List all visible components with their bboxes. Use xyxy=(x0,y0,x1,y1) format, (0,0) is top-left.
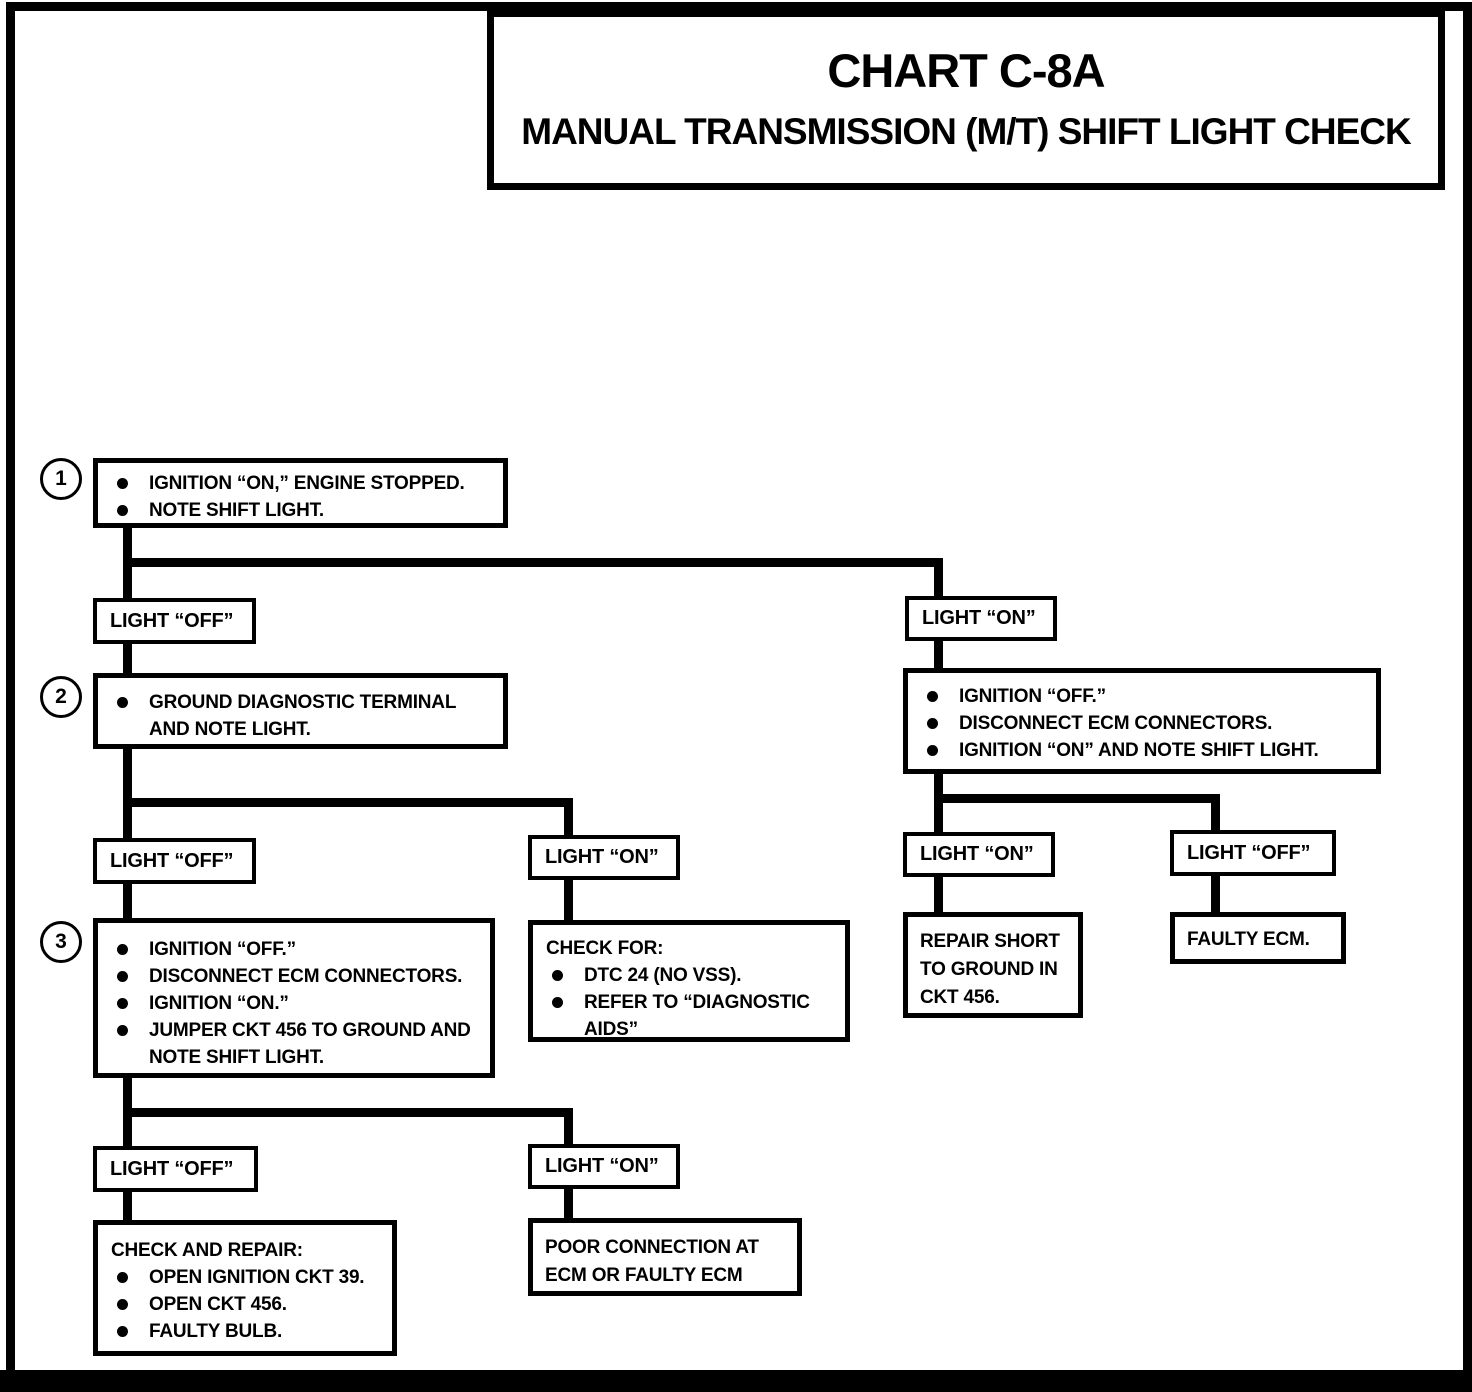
connector-line xyxy=(123,1076,132,1113)
connector-line xyxy=(123,798,132,840)
bullet-text: GROUND DIAGNOSTIC TERMINAL AND NOTE LIGH… xyxy=(149,692,456,740)
connector-line xyxy=(564,1108,573,1146)
step-number-label: 3 xyxy=(55,930,67,953)
bullet-icon xyxy=(117,998,128,1009)
faulty-ecm-box: FAULTY ECM. xyxy=(1170,912,1346,964)
light-state-label: LIGHT “OFF” xyxy=(110,1157,234,1180)
bullet-icon xyxy=(117,478,128,489)
light-on-box-right: LIGHT “ON” xyxy=(903,832,1055,877)
connector-line xyxy=(564,798,573,838)
bullet-text: IGNITION “ON,” ENGINE STOPPED. xyxy=(149,473,465,494)
bullet-icon xyxy=(927,745,938,756)
bullet-text: IGNITION “ON” AND NOTE SHIFT LIGHT. xyxy=(959,740,1319,761)
connector-line xyxy=(934,794,943,834)
connector-line xyxy=(123,558,943,567)
light-state-label: LIGHT “OFF” xyxy=(110,849,234,872)
chart-title: CHART C-8A xyxy=(827,44,1105,97)
bullet-text: IGNITION “ON.” xyxy=(149,993,289,1014)
light-on-box-3: LIGHT “ON” xyxy=(528,1144,680,1189)
bullet-text: IGNITION “OFF.” xyxy=(959,686,1106,707)
connector-line xyxy=(123,1190,132,1222)
connector-line xyxy=(934,558,943,598)
bullet-icon xyxy=(117,944,128,955)
connector-line xyxy=(1211,794,1220,832)
bullet-text: JUMPER CKT 456 TO GROUND AND NOTE SHIFT … xyxy=(149,1020,471,1068)
light-state-label: LIGHT “ON” xyxy=(545,846,659,868)
connector-line xyxy=(123,882,132,920)
bullet-icon xyxy=(117,971,128,982)
bullet-text: OPEN IGNITION CKT 39. xyxy=(149,1267,365,1288)
bullet-icon xyxy=(117,1025,128,1036)
bullet-icon xyxy=(117,1326,128,1337)
bullet-text: NOTE SHIFT LIGHT. xyxy=(149,500,324,521)
page-bottom-rule xyxy=(0,1370,1472,1392)
repair-short-box: REPAIR SHORT TO GROUND IN CKT 456. xyxy=(903,912,1083,1018)
connector-line xyxy=(123,558,132,600)
connector-line xyxy=(123,642,132,675)
connector-line xyxy=(123,526,132,567)
connector-line xyxy=(123,798,573,807)
bullet-text: OPEN CKT 456. xyxy=(149,1294,287,1315)
bullet-icon xyxy=(552,997,563,1008)
step-2-box: GROUND DIAGNOSTIC TERMINAL AND NOTE LIGH… xyxy=(93,673,508,749)
bullet-icon xyxy=(117,1272,128,1283)
light-off-box-2: LIGHT “OFF” xyxy=(93,838,256,884)
connector-line xyxy=(123,747,132,804)
light-off-box-1: LIGHT “OFF” xyxy=(93,598,256,644)
light-state-label: LIGHT “ON” xyxy=(922,607,1036,629)
bullet-icon xyxy=(117,697,128,708)
step-1-number: 1 xyxy=(40,458,82,500)
outcome-text: POOR CONNECTION AT ECM OR FAULTY ECM xyxy=(545,1237,759,1286)
bullet-text: REFER TO “DIAGNOSTIC AIDS” xyxy=(584,992,810,1040)
chart-subtitle: MANUAL TRANSMISSION (M/T) SHIFT LIGHT CH… xyxy=(521,111,1411,152)
bullet-icon xyxy=(927,691,938,702)
light-state-label: LIGHT “ON” xyxy=(545,1155,659,1177)
connector-line xyxy=(934,794,1220,803)
connector-line xyxy=(564,878,573,922)
chart-title-box: CHART C-8A MANUAL TRANSMISSION (M/T) SHI… xyxy=(487,10,1445,190)
box-header: CHECK AND REPAIR: xyxy=(111,1240,303,1261)
outcome-text: REPAIR SHORT TO GROUND IN CKT 456. xyxy=(920,931,1060,1008)
step-3-number: 3 xyxy=(40,921,82,963)
light-state-label: LIGHT “OFF” xyxy=(110,609,234,632)
step-number-label: 2 xyxy=(55,685,67,708)
step-2-number: 2 xyxy=(40,676,82,718)
light-state-label: LIGHT “ON” xyxy=(920,843,1034,865)
light-state-label: LIGHT “OFF” xyxy=(1187,841,1311,864)
step-3-box: IGNITION “OFF.” DISCONNECT ECM CONNECTOR… xyxy=(93,918,495,1078)
bullet-icon xyxy=(552,970,563,981)
connector-line xyxy=(123,1108,573,1117)
light-on-box-1: LIGHT “ON” xyxy=(905,596,1057,641)
connector-line xyxy=(1211,874,1220,914)
bullet-text: FAULTY BULB. xyxy=(149,1321,283,1342)
connector-line xyxy=(934,875,943,914)
step-1-box: IGNITION “ON,” ENGINE STOPPED. NOTE SHIF… xyxy=(93,458,508,528)
right-branch-step-box: IGNITION “OFF.” DISCONNECT ECM CONNECTOR… xyxy=(903,668,1381,774)
connector-line xyxy=(934,772,943,803)
bullet-icon xyxy=(117,1299,128,1310)
check-for-box: CHECK FOR: DTC 24 (NO VSS). REFER TO “DI… xyxy=(528,920,850,1042)
bullet-icon xyxy=(117,505,128,516)
bullet-icon xyxy=(927,718,938,729)
light-on-box-mid: LIGHT “ON” xyxy=(528,835,680,880)
bullet-text: DISCONNECT ECM CONNECTORS. xyxy=(959,713,1273,734)
light-off-box-right: LIGHT “OFF” xyxy=(1170,830,1336,876)
connector-line xyxy=(934,639,943,670)
bullet-text: DTC 24 (NO VSS). xyxy=(584,965,742,986)
box-header: CHECK FOR: xyxy=(546,938,664,959)
light-off-box-3: LIGHT “OFF” xyxy=(93,1146,258,1192)
connector-line xyxy=(564,1187,573,1220)
bullet-text: IGNITION “OFF.” xyxy=(149,939,296,960)
step-number-label: 1 xyxy=(55,467,67,490)
check-and-repair-box: CHECK AND REPAIR: OPEN IGNITION CKT 39. … xyxy=(93,1220,397,1356)
outcome-text: FAULTY ECM. xyxy=(1187,929,1310,950)
poor-connection-box: POOR CONNECTION AT ECM OR FAULTY ECM xyxy=(528,1218,802,1296)
bullet-text: DISCONNECT ECM CONNECTORS. xyxy=(149,966,463,987)
connector-line xyxy=(123,1108,132,1148)
